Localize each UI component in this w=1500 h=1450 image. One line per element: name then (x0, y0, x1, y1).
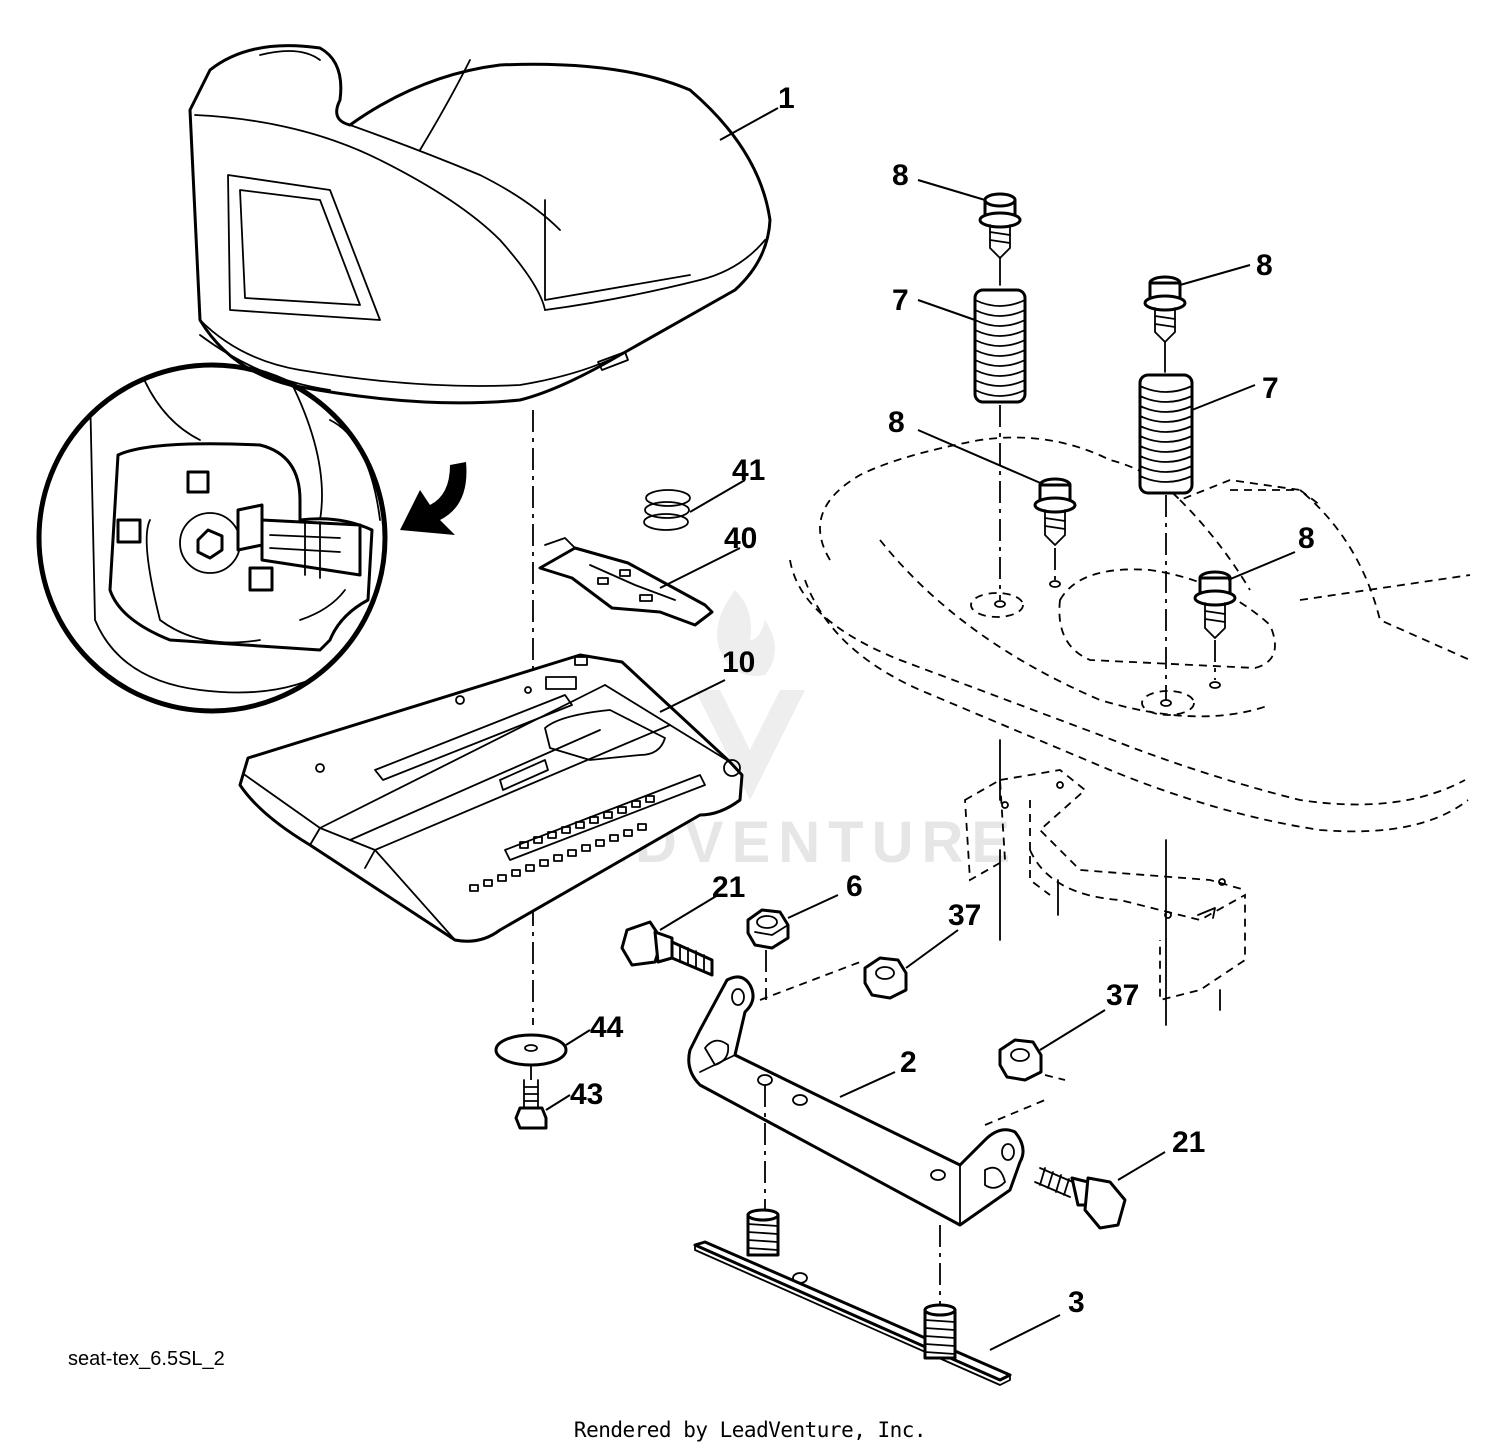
bolt-part-21b (1034, 1151, 1166, 1230)
callout-6: 6 (846, 870, 863, 903)
bolt-part-8c (917, 429, 1077, 546)
callout-8b: 8 (1256, 249, 1273, 282)
callout-37b: 37 (1106, 979, 1139, 1012)
bolt-part-8d (1193, 551, 1296, 639)
callout-3: 3 (1068, 1286, 1085, 1319)
callout-labels: 1 8 7 8 7 8 8 41 40 10 21 6 37 37 44 43 … (570, 82, 1315, 1319)
callout-41: 41 (732, 454, 765, 487)
nut-part-6 (746, 894, 839, 950)
frame-outline (789, 436, 1471, 1011)
bolt-part-8b (1143, 264, 1251, 343)
callout-7a: 7 (892, 284, 909, 317)
clip-part-40 (538, 537, 741, 627)
spring-part-7a (917, 288, 1027, 404)
spring-part-7b (1138, 373, 1256, 495)
nut-part-37a (863, 929, 959, 1000)
nut-part-37b (998, 1009, 1106, 1082)
bolt-part-43 (514, 1079, 571, 1130)
plate-part-3 (693, 1208, 1061, 1386)
bolt-part-21a (620, 894, 719, 977)
callout-21a: 21 (712, 871, 745, 904)
seat-part (188, 44, 779, 405)
callout-2: 2 (900, 1046, 917, 1079)
callout-8d: 8 (1298, 522, 1315, 555)
callout-8c: 8 (888, 406, 905, 439)
detail-circle (36, 362, 388, 714)
callout-1: 1 (778, 82, 795, 115)
callout-44: 44 (590, 1011, 624, 1044)
bracket-part-2 (687, 975, 1025, 1227)
figure-code: seat-tex_6.5SL_2 (68, 1348, 225, 1370)
callout-7b: 7 (1262, 372, 1279, 405)
pan-slot-row-2 (519, 795, 655, 849)
callout-43: 43 (570, 1078, 603, 1111)
washer-part-44 (494, 1029, 591, 1067)
arrow-icon (400, 462, 467, 535)
seat-pan-part-10 (238, 653, 744, 943)
detail-inset (36, 362, 467, 714)
callout-40: 40 (724, 522, 757, 555)
callout-10: 10 (722, 646, 755, 679)
spring-part-41 (643, 479, 746, 531)
callout-21b: 21 (1172, 1126, 1205, 1159)
callout-8a: 8 (892, 159, 909, 192)
callout-37a: 37 (948, 899, 981, 932)
render-credit: Rendered by LeadVenture, Inc. (573, 1418, 927, 1442)
bolt-part-8a (917, 179, 1022, 259)
pan-slot-row-1 (469, 823, 647, 892)
